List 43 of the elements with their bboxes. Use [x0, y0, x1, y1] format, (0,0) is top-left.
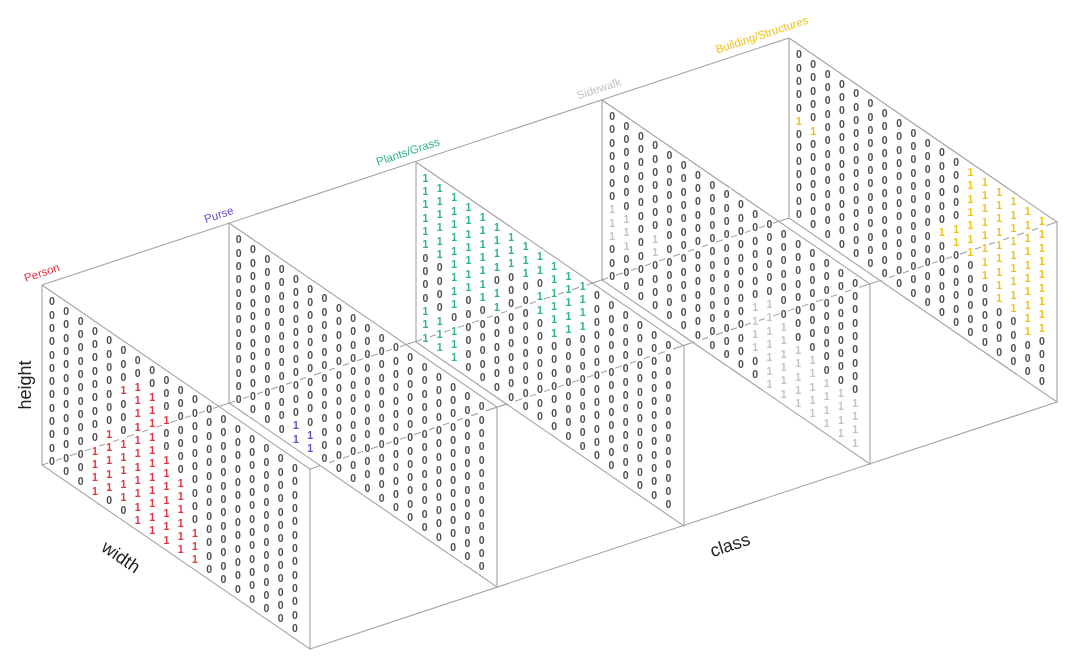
digit-column: 0 0 0 0 0 0 0 0 0 0 0 0 0 [248, 432, 257, 606]
digit-column: 1 1 1 1 1 1 1 1 1 0 0 0 0 [1009, 195, 1018, 369]
digit-column: 0 0 0 0 0 0 0 0 0 0 0 0 0 [477, 400, 486, 574]
digit-column: 0 0 0 0 0 0 0 0 0 0 0 0 0 [463, 390, 472, 564]
digit-column: 0 0 0 0 0 0 0 0 0 0 1 1 1 [190, 393, 199, 567]
digit-column: 0 0 0 0 0 0 0 0 0 0 0 0 0 [866, 97, 875, 271]
digit-column: 0 0 0 0 0 0 0 0 0 0 0 0 0 [363, 321, 372, 496]
digit-column: 0 0 0 0 0 0 0 0 0 0 0 0 0 [852, 87, 861, 261]
digit-column: 0 0 0 0 0 0 0 0 0 0 0 1 1 [306, 282, 315, 456]
digit-column: 0 0 0 0 0 0 0 0 0 0 0 0 0 [880, 107, 889, 281]
digit-column: 0 0 0 0 0 0 0 0 0 1 1 1 1 [90, 324, 99, 498]
digit-column: 0 0 0 0 0 0 0 1 1 1 1 1 1 [779, 227, 788, 401]
digit-column: 0 0 0 0 0 0 0 1 1 1 0 0 0 [622, 119, 631, 293]
digit-column: 1 1 1 0 0 0 0 0 0 0 0 0 0 [507, 230, 516, 404]
digit-column: 0 0 0 0 0 0 0 0 0 0 0 0 0 [909, 126, 918, 300]
digit-column: 0 0 0 0 0 0 0 0 0 0 0 0 0 [607, 299, 616, 473]
digit-column: 1 1 1 1 1 1 1 1 1 0 0 0 0 [995, 185, 1004, 359]
digit-column: 0 0 0 1 0 0 1 1 1 1 1 1 1 [162, 373, 171, 547]
digit-column: 0 0 0 0 0 0 0 0 0 0 0 0 0 [262, 442, 271, 616]
class-label: Purse [202, 203, 236, 226]
digit-column: 0 0 0 0 0 0 0 0 0 0 0 0 0 [320, 292, 329, 466]
digit-column: 0 0 0 0 0 0 0 0 0 0 0 0 0 [837, 77, 846, 251]
digit-column: 0 0 0 0 0 0 0 0 0 0 0 0 0 [449, 380, 458, 554]
class-label: Person [22, 261, 62, 285]
digit-column: 0 0 0 1 0 0 0 1 1 1 1 1 0 [119, 344, 128, 518]
digit-column: 1 1 1 1 1 1 0 0 0 0 1 1 1 [421, 171, 430, 345]
digit-column: 1 1 1 1 1 1 1 1 1 0 1 1 1 [450, 191, 459, 365]
digit-column: 0 0 0 0 0 0 0 0 0 0 0 0 0 [636, 129, 645, 303]
digit-column: 0 0 0 0 0 0 1 0 0 0 0 0 0 [937, 146, 946, 320]
digit-column: 0 0 0 0 0 0 0 0 0 0 0 0 0 [694, 168, 702, 343]
digit-column: 0 0 0 0 0 0 0 0 0 0 0 0 0 [377, 331, 386, 505]
axis-label: height [15, 360, 35, 410]
digit-column: 1 1 1 1 0 0 0 0 0 0 0 0 0 [578, 279, 587, 453]
digit-column: 0 0 0 0 0 0 0 0 0 0 0 0 0 [650, 328, 659, 502]
digit-column: 0 0 0 0 0 0 0 0 0 0 0 0 0 [708, 178, 717, 352]
digit-column: 0 0 0 0 0 0 0 0 0 0 0 1 1 [291, 272, 300, 446]
digit-column: 0 0 0 0 0 0 0 0 0 0 0 0 0 [234, 233, 243, 407]
digit-column: 0 0 0 0 0 0 0 0 0 0 0 0 0 [349, 311, 358, 486]
digit-column: 0 0 0 0 0 0 0 0 0 0 0 0 0 [263, 253, 272, 427]
digit-column: 0 0 0 0 0 0 0 0 0 0 0 0 0 [392, 341, 400, 515]
axis-label: class [707, 529, 753, 561]
digit-column: 0 0 0 0 0 0 0 1 1 1 1 1 0 [105, 334, 114, 508]
digit-column: 0 0 0 0 0 0 0 0 0 0 0 0 0 [249, 243, 258, 417]
